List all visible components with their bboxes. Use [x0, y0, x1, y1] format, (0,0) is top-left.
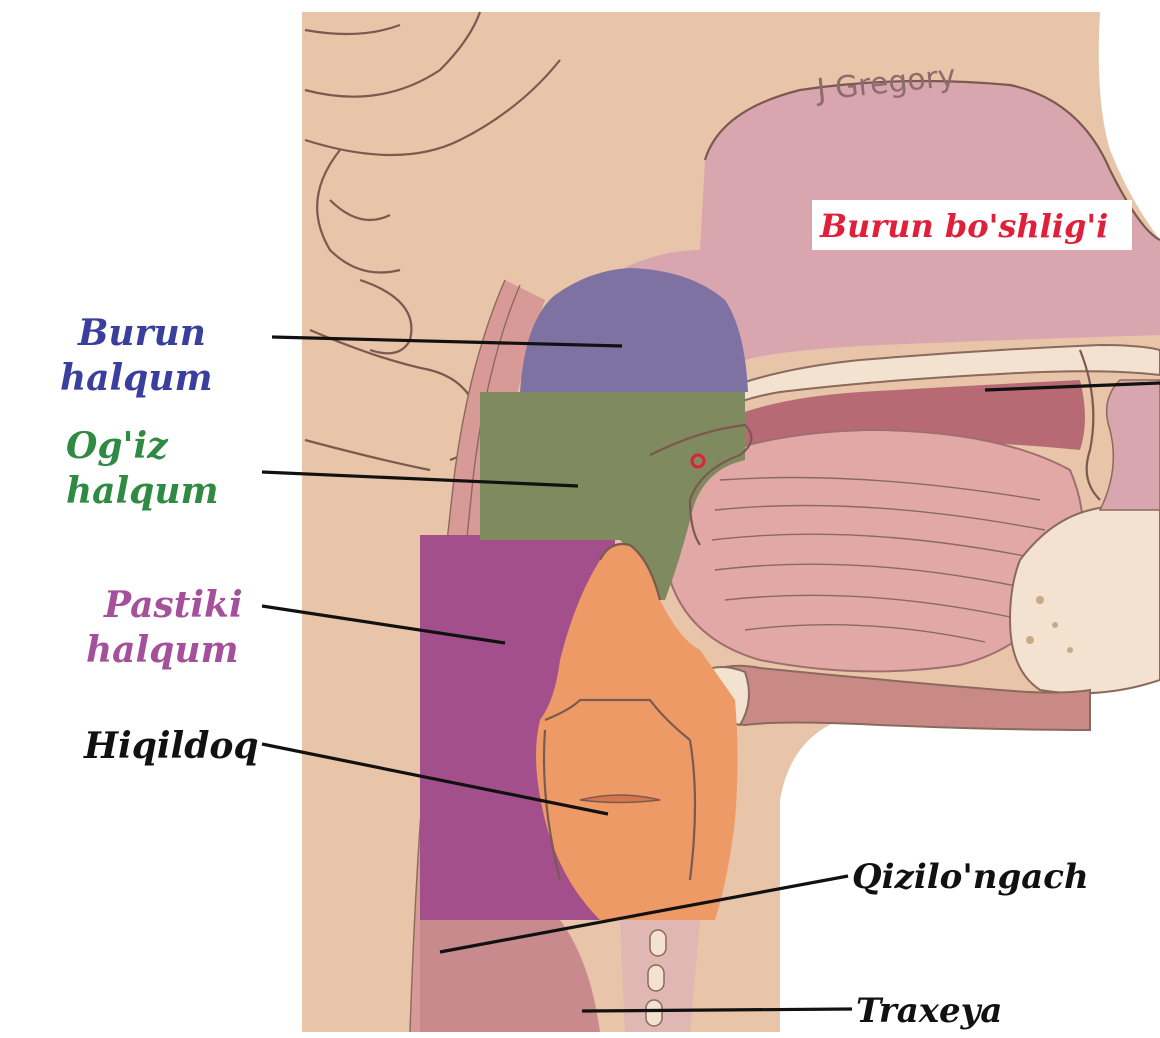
- trachea-tube: [620, 920, 700, 1032]
- label-larynx: Hiqildoq: [83, 725, 259, 767]
- label-esophagus: Qizilo'ngach: [852, 857, 1089, 897]
- leader-trachea: [582, 1009, 852, 1011]
- label-nasopharynx-line2: halqum: [60, 357, 213, 399]
- label-oropharynx-line1: Og'iz: [66, 425, 169, 467]
- label-laryngopharynx-line2: halqum: [86, 629, 239, 671]
- label-nasal-cavity: Burun bo'shlig'i: [819, 207, 1108, 245]
- label-laryngopharynx-line1: Pastiki: [103, 584, 243, 626]
- label-nasopharynx-line1: Burun: [77, 312, 206, 354]
- label-oropharynx-line2: halqum: [66, 470, 219, 512]
- label-trachea: Traxeya: [856, 991, 1002, 1031]
